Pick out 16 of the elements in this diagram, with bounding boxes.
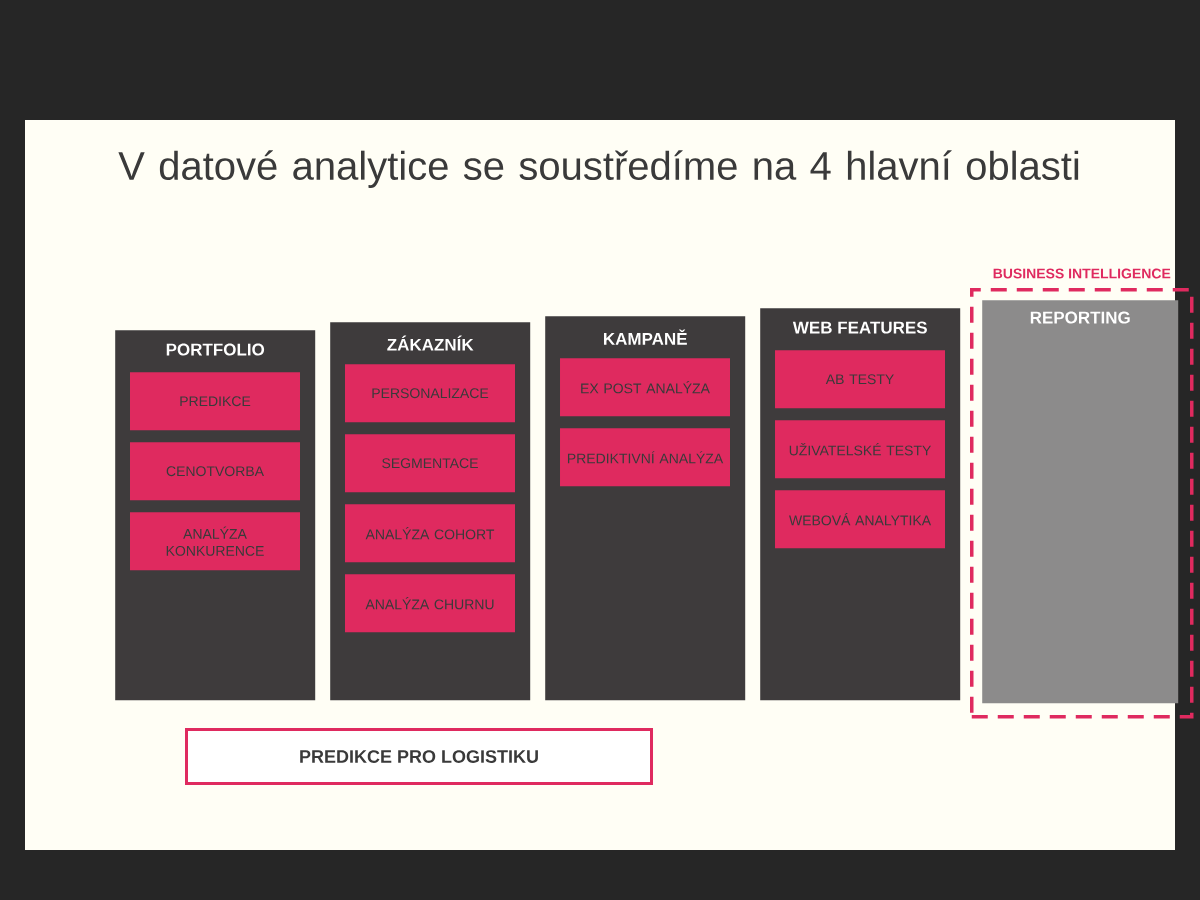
topic-box: EX POST ANALÝZA — [560, 358, 730, 417]
topic-box: SEGMENTACE — [345, 434, 515, 493]
topic-box: PREDIKTIVNÍ ANALÝZA — [560, 428, 730, 487]
outlined-box: PREDIKCE PRO LOGISTIKU — [185, 728, 653, 785]
topic-box: CENOTVORBA — [130, 442, 300, 501]
node-label: BUSINESS INTELLIGENCE — [993, 268, 1171, 279]
topic-box: WEBOVÁ ANALYTIKA — [775, 490, 945, 549]
topic-box: PERSONALIZACE — [345, 364, 515, 423]
topic-box: ANALÝZA KONKURENCE — [130, 512, 300, 571]
topic-box: PREDIKCE — [130, 372, 300, 431]
topic-box: ANALÝZA CHURNU — [345, 574, 515, 633]
column-panel: REPORTING — [982, 300, 1179, 704]
topic-box: ANALÝZA COHORT — [345, 504, 515, 563]
topic-box: AB TESTY — [775, 350, 945, 409]
topic-box: UŽIVATELSKÉ TESTY — [775, 420, 945, 479]
slide-title: V datové analytice se soustředíme na 4 hlavní oblasti — [118, 150, 1079, 188]
